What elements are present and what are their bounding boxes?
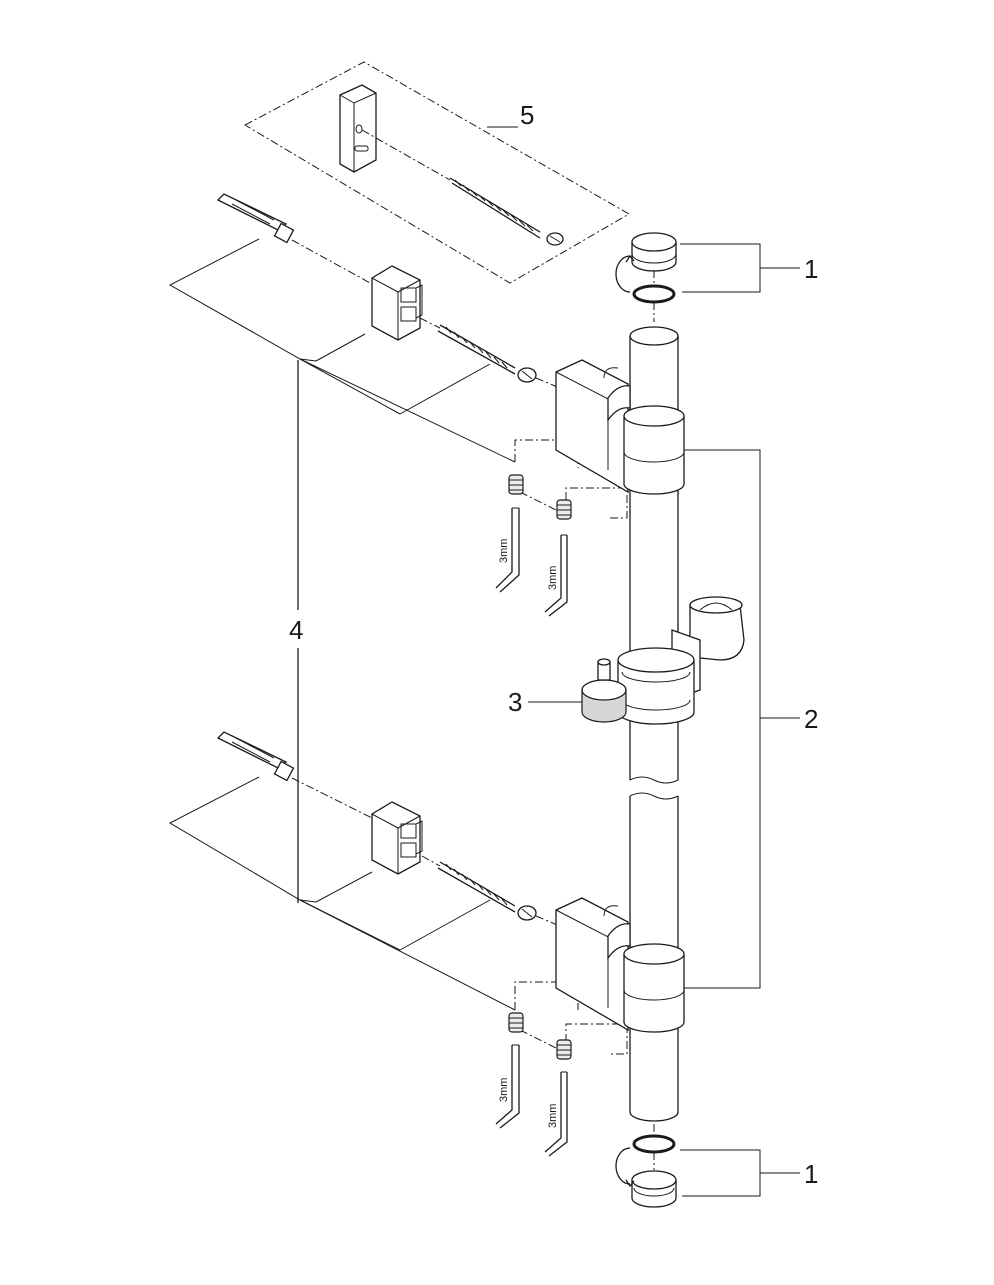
lower-set-screw-left — [508, 1012, 524, 1033]
callout-5: 5 — [520, 100, 534, 130]
upper-wall-plane — [168, 238, 516, 463]
bottom-o-ring — [632, 1134, 676, 1154]
lower-hex-key-right — [544, 1071, 568, 1157]
rotate-arrow — [615, 255, 631, 293]
rotate-arrow — [615, 1147, 631, 1185]
hex-key-size-label: 3mm — [498, 539, 510, 563]
top-o-ring — [632, 284, 676, 304]
upper-set-screw-left — [508, 474, 524, 495]
callout-1-bottom: 1 — [804, 1159, 818, 1189]
lower-set-screw-right — [556, 1039, 572, 1060]
hex-key-size-label: 3mm — [498, 1078, 510, 1102]
lower-wall-dowel — [216, 731, 295, 782]
lower-wall-bracket — [371, 801, 423, 875]
upper-hex-key-left — [495, 507, 520, 593]
hex-key-size-label: 3mm — [547, 566, 559, 590]
lower-wall-plane — [168, 776, 516, 1011]
callout-1-top: 1 — [804, 254, 818, 284]
upper-set-screw-right — [556, 499, 572, 520]
lower-rail-holder — [555, 897, 685, 1033]
long-screw — [449, 177, 564, 246]
top-end-cap — [631, 232, 677, 272]
callout-2: 2 — [804, 704, 818, 734]
lower-setscrew-group: 3mm 3mm — [495, 981, 628, 1157]
hex-key-size-label: 3mm — [547, 1104, 559, 1128]
upper-hex-key-right — [544, 534, 568, 617]
upper-screw — [419, 317, 561, 389]
wall-block — [339, 84, 377, 173]
upper-wall-dowel — [216, 193, 295, 244]
callout-3: 3 — [508, 687, 522, 717]
detail-box-5 — [243, 61, 631, 284]
bottom-end-cap — [631, 1170, 677, 1208]
leader-lines — [487, 126, 800, 1197]
callout-4: 4 — [289, 615, 303, 645]
lower-screw — [421, 855, 561, 927]
lower-hex-key-left — [495, 1044, 520, 1129]
upper-rail-holder — [555, 359, 685, 495]
upper-wall-bracket — [371, 265, 423, 341]
shower-slider — [581, 596, 745, 725]
